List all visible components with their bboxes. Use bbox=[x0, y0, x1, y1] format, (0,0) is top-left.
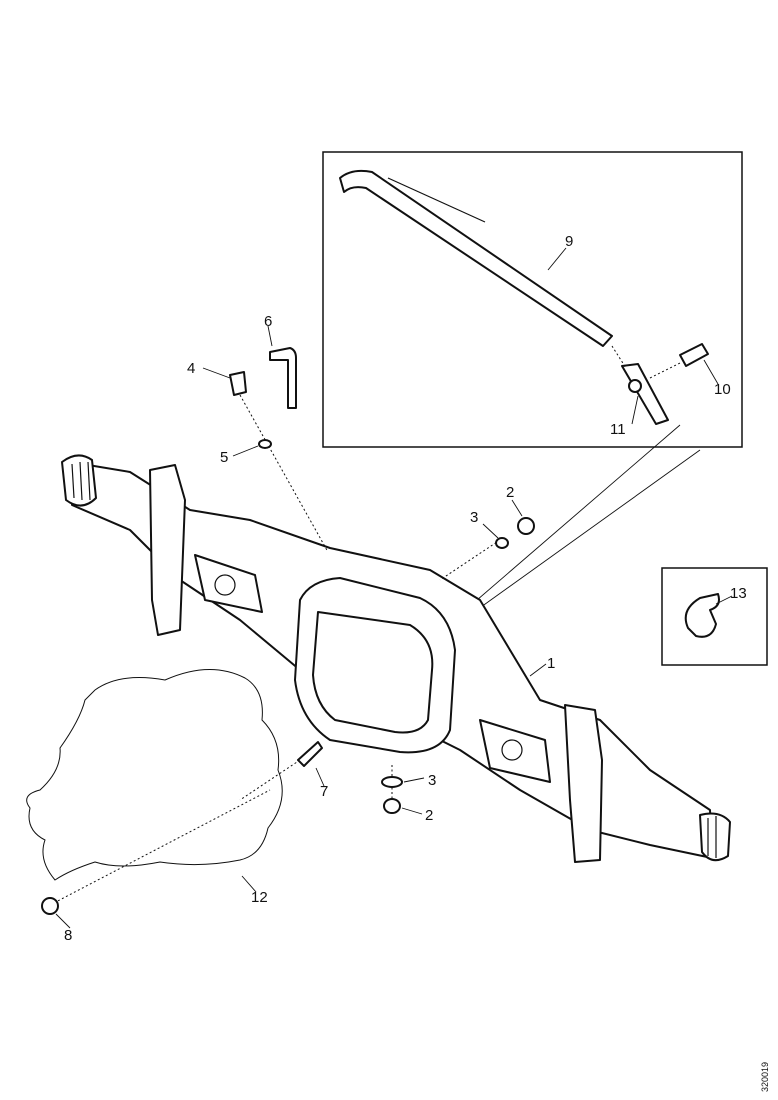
washer-upper bbox=[495, 537, 509, 549]
vent-nipple bbox=[229, 371, 247, 396]
bracket-box bbox=[661, 567, 768, 666]
nut-lower bbox=[383, 798, 401, 814]
callout-10: 10 bbox=[714, 381, 731, 398]
callout-8: 8 bbox=[64, 927, 72, 944]
callout-1: 1 bbox=[547, 655, 555, 672]
bracket-clip bbox=[684, 593, 720, 638]
reference-number: 320019 bbox=[760, 1062, 770, 1092]
pipe-clamp bbox=[621, 363, 669, 425]
callout-7: 7 bbox=[320, 783, 328, 800]
callout-11: 11 bbox=[610, 421, 626, 438]
callout-3-lower: 3 bbox=[428, 772, 436, 789]
inset-box bbox=[322, 151, 743, 448]
callout-12: 12 bbox=[251, 889, 268, 906]
callout-2-lower: 2 bbox=[425, 807, 433, 824]
callout-13: 13 bbox=[730, 585, 747, 602]
vent-pipe bbox=[269, 347, 297, 409]
vent-washer bbox=[258, 439, 272, 449]
axle-housing bbox=[61, 454, 731, 863]
breather-pipe bbox=[339, 169, 613, 347]
nut-upper bbox=[517, 517, 535, 535]
callout-9: 9 bbox=[565, 233, 573, 250]
stud bbox=[297, 741, 323, 767]
callout-2-upper: 2 bbox=[506, 484, 514, 501]
callout-3-upper: 3 bbox=[470, 509, 478, 526]
clamp-bolt bbox=[679, 343, 709, 367]
callout-6: 6 bbox=[264, 313, 272, 330]
nut-carrier bbox=[41, 897, 59, 915]
callout-5: 5 bbox=[220, 449, 228, 466]
callout-4: 4 bbox=[187, 360, 195, 377]
clamp-nut bbox=[628, 379, 642, 393]
washer-lower bbox=[381, 776, 403, 788]
differential-carrier-outline bbox=[26, 669, 283, 881]
